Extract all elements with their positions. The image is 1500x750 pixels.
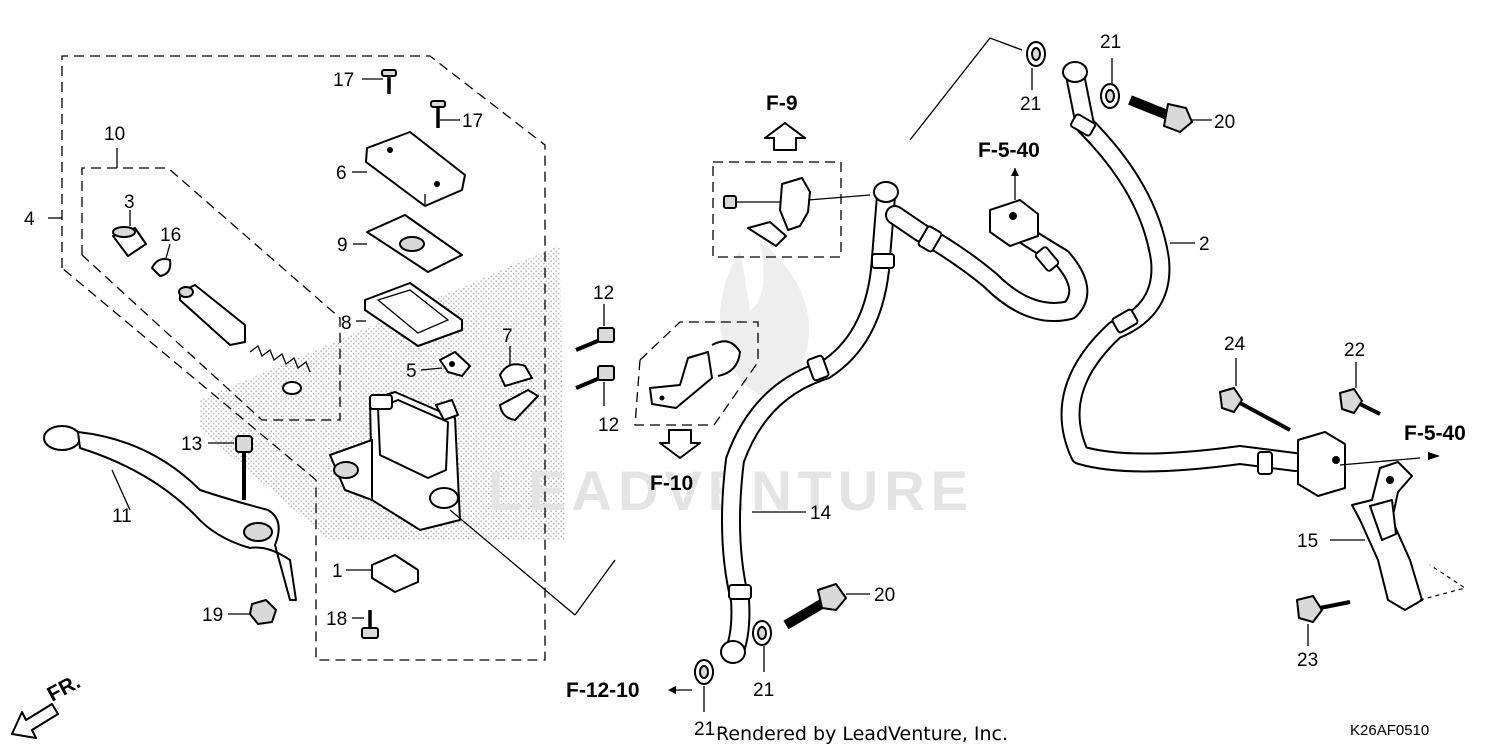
callout-20b: 20 bbox=[874, 585, 895, 606]
screw-18 bbox=[352, 610, 379, 639]
bolt-12b bbox=[575, 365, 615, 406]
callout-6: 6 bbox=[336, 163, 347, 184]
circlip-16 bbox=[151, 243, 172, 277]
arrow-down-f10-icon bbox=[659, 429, 701, 459]
callout-1: 1 bbox=[332, 561, 343, 582]
washer-21b bbox=[1100, 58, 1120, 109]
ref-f10: F-10 bbox=[650, 472, 693, 495]
ref-f540-right: F-5-40 bbox=[1404, 422, 1466, 445]
callout-20a: 20 bbox=[1214, 112, 1235, 133]
callout-17b: 17 bbox=[462, 111, 483, 132]
guide-line-b bbox=[574, 559, 616, 616]
callout-17a: 17 bbox=[333, 70, 354, 91]
callout-16: 16 bbox=[160, 225, 181, 246]
diagram-code: K26AF0510 bbox=[1350, 722, 1429, 739]
callout-23: 23 bbox=[1297, 650, 1318, 671]
ref-f540-top: F-5-40 bbox=[978, 139, 1040, 162]
front-direction-arrow: FR. bbox=[11, 670, 85, 739]
watermark-flame-icon bbox=[720, 240, 809, 398]
stipple-shade bbox=[200, 245, 565, 540]
callout-5: 5 bbox=[406, 361, 417, 382]
callout-21a: 21 bbox=[1100, 32, 1121, 53]
reservoir-cap-6 bbox=[352, 131, 466, 207]
callout-13: 13 bbox=[181, 434, 202, 455]
callout-21d: 21 bbox=[694, 719, 715, 740]
callout-3: 3 bbox=[124, 192, 135, 213]
callout-7: 7 bbox=[502, 326, 513, 347]
callout-4: 4 bbox=[24, 209, 35, 230]
guide-line-top bbox=[909, 37, 1023, 141]
diaphragm-8 bbox=[356, 282, 463, 347]
piston bbox=[178, 284, 246, 346]
washer-21d bbox=[668, 659, 714, 712]
assembly-outline-10 bbox=[81, 167, 341, 421]
clamp-box-f10 bbox=[634, 321, 759, 426]
arrow-up-f9-icon bbox=[764, 122, 806, 151]
plate-5 bbox=[420, 351, 471, 377]
bolt-23 bbox=[1296, 595, 1351, 646]
footer-credit: Rendered by LeadVenture, Inc. bbox=[716, 723, 1008, 745]
callout-19: 19 bbox=[202, 605, 223, 626]
callout-15: 15 bbox=[1297, 531, 1318, 552]
holder-7 bbox=[499, 346, 539, 421]
callout-11: 11 bbox=[112, 506, 132, 527]
callout-2: 2 bbox=[1199, 234, 1210, 255]
screw-17a bbox=[362, 69, 397, 94]
brake-hose-14 bbox=[720, 181, 899, 664]
callout-24: 24 bbox=[1224, 334, 1246, 355]
callout-14: 14 bbox=[810, 503, 832, 524]
brake-switch-1 bbox=[346, 554, 419, 593]
brake-lever-11 bbox=[43, 425, 297, 601]
brake-hose-2 bbox=[1060, 61, 1346, 497]
spring bbox=[249, 344, 311, 395]
callout-21c: 21 bbox=[753, 680, 774, 701]
callout-10: 10 bbox=[104, 124, 125, 145]
washer-21a bbox=[1026, 41, 1046, 90]
bolt-22 bbox=[1339, 362, 1381, 416]
callout-18: 18 bbox=[326, 609, 347, 630]
assembly-outline-4 bbox=[61, 55, 546, 661]
callout-21b: 21 bbox=[1020, 94, 1041, 115]
nut-19 bbox=[228, 599, 277, 625]
callout-12a: 12 bbox=[593, 283, 614, 304]
screw-17b bbox=[430, 100, 460, 128]
washer-21c bbox=[752, 620, 772, 672]
arrow-f540-top-icon bbox=[1011, 168, 1019, 176]
callout-12b: 12 bbox=[598, 415, 619, 436]
bolt-20b bbox=[783, 583, 870, 630]
arrow-f1210-icon bbox=[668, 686, 676, 694]
ref-f9: F-9 bbox=[766, 92, 798, 115]
clamp-box-f9 bbox=[712, 161, 871, 258]
boot-3 bbox=[112, 210, 147, 257]
master-cylinder-body bbox=[329, 391, 461, 531]
callout-9: 9 bbox=[337, 235, 348, 256]
bracket-15 bbox=[1330, 452, 1467, 611]
callout-8: 8 bbox=[341, 313, 352, 334]
diaphragm-plate-9 bbox=[353, 214, 463, 273]
guide-line-a bbox=[449, 509, 576, 616]
pivot-bolt-13 bbox=[208, 435, 253, 500]
callout-22: 22 bbox=[1344, 340, 1365, 361]
bolt-24 bbox=[1219, 358, 1291, 432]
arrow-f540-right-icon bbox=[1428, 452, 1440, 460]
ref-f1210: F-12-10 bbox=[566, 679, 640, 702]
bolt-12a bbox=[575, 304, 615, 352]
front-direction-label: FR. bbox=[44, 670, 85, 706]
brake-hose-joint bbox=[885, 168, 1089, 322]
bolt-20a bbox=[1128, 95, 1212, 133]
